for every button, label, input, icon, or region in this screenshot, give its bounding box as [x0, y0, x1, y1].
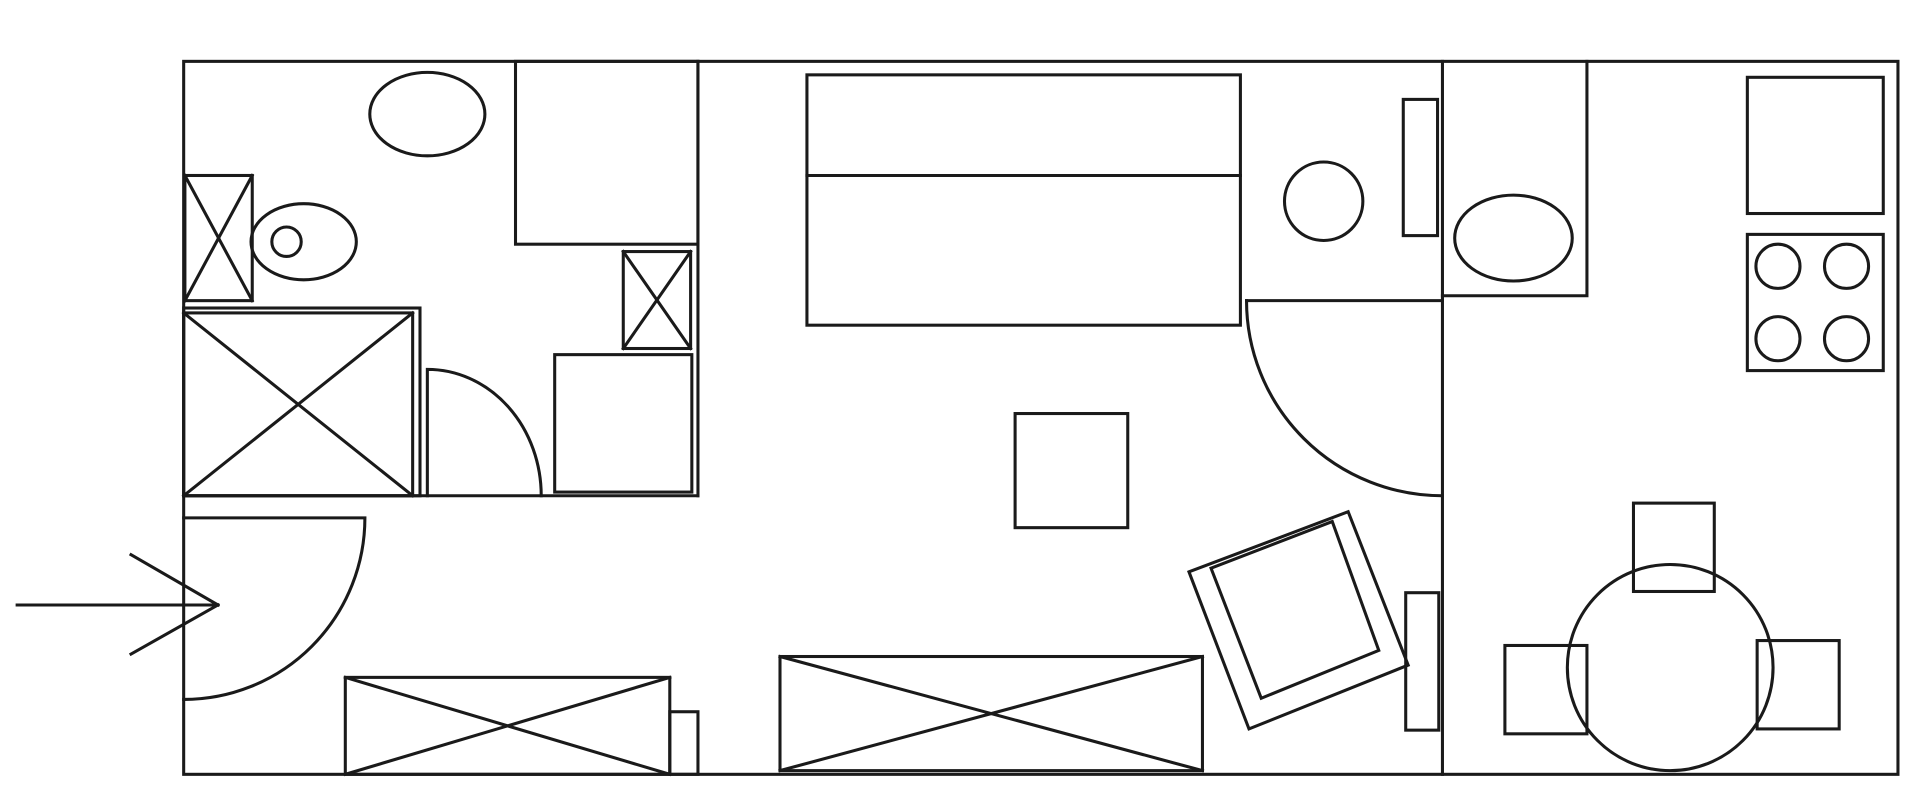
bathroom	[181, 59, 700, 498]
double-bed	[805, 73, 1242, 327]
stove-burner	[1822, 315, 1871, 363]
dining-set	[1503, 501, 1841, 773]
shower-tray	[181, 306, 422, 498]
stove-burner	[1754, 242, 1802, 290]
coffee-table	[1013, 412, 1130, 530]
dining-chair	[1631, 501, 1716, 594]
entrance-door	[182, 516, 367, 702]
shoe-cabinet	[343, 675, 700, 777]
kitchen	[1440, 59, 1885, 773]
wash-basin	[1440, 59, 1589, 298]
tv-unit	[778, 654, 1205, 773]
nightstand	[1401, 97, 1440, 238]
walls	[182, 59, 1900, 776]
stove-burner	[1822, 242, 1871, 290]
fridge	[1745, 75, 1885, 216]
stove-burner	[1754, 315, 1802, 363]
entrance-arrow	[15, 552, 221, 657]
outer-wall	[182, 59, 1900, 776]
storage-cabinet	[553, 353, 694, 494]
hallway	[182, 516, 700, 777]
dining-table	[1565, 562, 1775, 773]
bathroom-door	[425, 367, 543, 498]
living-room	[778, 73, 1444, 773]
toilet	[249, 202, 358, 282]
closet	[553, 249, 694, 494]
sink	[368, 70, 487, 158]
armchair	[1187, 509, 1411, 731]
storage-box	[621, 249, 693, 351]
floor-radiator	[1404, 591, 1441, 732]
bathroom-cabinet	[513, 59, 700, 246]
ceiling-lamp	[1282, 160, 1365, 243]
dining-chair	[1755, 639, 1841, 731]
living-room-door	[1244, 299, 1444, 498]
dining-chair	[1503, 643, 1589, 736]
stove	[1745, 232, 1885, 373]
bathroom-storage-box	[182, 173, 255, 303]
